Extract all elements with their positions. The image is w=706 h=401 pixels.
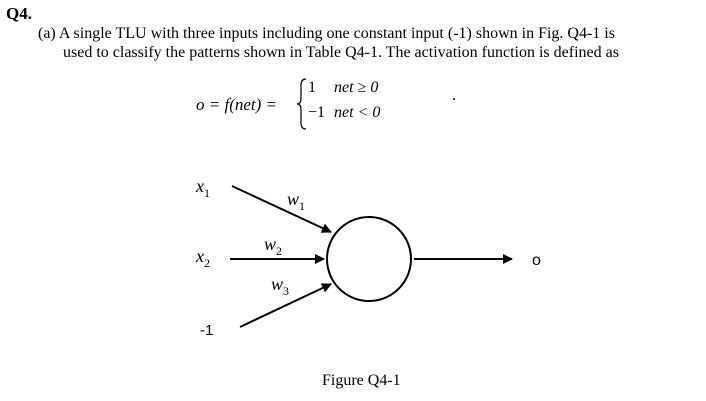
left-brace-icon xyxy=(296,78,307,130)
case-1-condition: net ≥ 0 xyxy=(334,79,379,96)
activation-equation: o = f(net) = 1 net ≥ 0 −1 net < 0 xyxy=(196,76,456,132)
weight-w1-subscript: 1 xyxy=(299,199,305,213)
figure-caption: Figure Q4-1 xyxy=(322,372,401,389)
weight-w2-subscript: 2 xyxy=(276,244,282,258)
question-line-1: (a) A single TLU with three inputs inclu… xyxy=(38,25,615,42)
tlu-neuron-circle xyxy=(326,216,412,302)
stray-dot xyxy=(453,98,455,100)
case-2-condition: net < 0 xyxy=(334,104,381,121)
weight-w3-subscript: 3 xyxy=(283,284,289,298)
weight-w1-symbol: w xyxy=(287,189,299,209)
weight-w3-label: w3 xyxy=(271,274,289,298)
equation-case-1: 1 net ≥ 0 xyxy=(308,79,378,97)
question-line-2: used to classify the patterns shown in T… xyxy=(63,44,619,61)
question-number: Q4. xyxy=(6,4,32,23)
weight-w2-label: w2 xyxy=(264,234,282,258)
input-x2-subscript: 2 xyxy=(204,256,210,270)
input-x1-subscript: 1 xyxy=(204,186,210,200)
input-bias-arrow xyxy=(239,283,332,328)
weight-w2-symbol: w xyxy=(264,234,276,254)
input-bias-label: -1 xyxy=(200,322,213,339)
question-text: (a) A single TLU with three inputs inclu… xyxy=(38,24,688,62)
weight-w3-symbol: w xyxy=(271,274,283,294)
output-label: o xyxy=(532,252,541,269)
input-x2-symbol: x xyxy=(195,246,204,266)
input-x1-label: x1 xyxy=(195,176,210,200)
equation-lhs: o = f(net) = xyxy=(196,95,278,114)
case-2-value: −1 xyxy=(308,104,326,121)
input-x1-arrow xyxy=(231,185,332,233)
input-x1-symbol: x xyxy=(195,176,204,196)
input-x2-label: x2 xyxy=(195,246,210,270)
case-1-value: 1 xyxy=(308,79,316,96)
equation-case-2: −1 net < 0 xyxy=(308,104,380,122)
weight-w1-label: w1 xyxy=(287,189,305,213)
